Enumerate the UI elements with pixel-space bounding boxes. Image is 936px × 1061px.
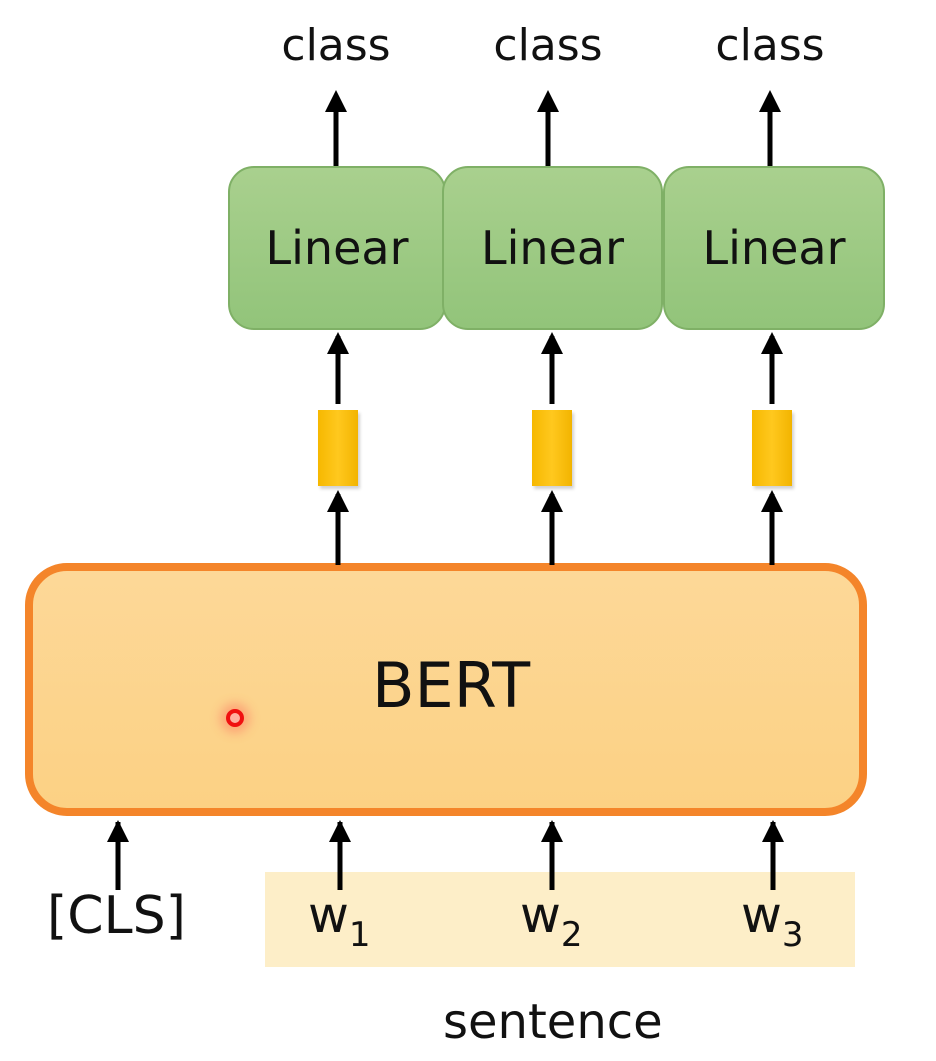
arrowhead-icon <box>762 820 784 842</box>
arrowhead-icon <box>761 332 783 354</box>
arrowhead-icon <box>761 490 783 512</box>
sentence-label: sentence <box>443 994 663 1050</box>
input-token-2: w2 <box>520 890 583 952</box>
input-token-3: w3 <box>741 890 804 952</box>
arrowhead-icon <box>325 90 347 112</box>
output-class-label-2: class <box>493 20 603 71</box>
linear-layer-label: Linear <box>265 221 409 275</box>
linear-layer-label: Linear <box>481 221 624 275</box>
arrowhead-icon <box>329 820 351 842</box>
bert-encoder-box <box>25 563 867 816</box>
token-subscript: 3 <box>781 915 804 955</box>
token-subscript: 1 <box>348 915 371 955</box>
embedding-vector-2 <box>532 410 572 486</box>
arrowhead-icon <box>327 332 349 354</box>
token-base: w <box>308 886 349 944</box>
linear-layer-label: Linear <box>702 221 846 275</box>
output-class-label-3: class <box>715 20 825 71</box>
embedding-vector-1 <box>318 410 358 486</box>
bert-label: BERT <box>372 649 531 722</box>
arrowhead-icon <box>541 490 563 512</box>
arrowhead-icon <box>541 332 563 354</box>
cls-token: [CLS] <box>47 886 186 946</box>
arrowhead-icon <box>759 90 781 112</box>
input-token-1: w1 <box>308 890 371 952</box>
embedding-vector-3 <box>752 410 792 486</box>
token-base: w <box>520 886 561 944</box>
linear-layer-3: Linear <box>663 166 885 330</box>
laser-pointer-icon <box>226 709 244 727</box>
sentence-highlight <box>265 872 855 967</box>
output-class-label-1: class <box>281 20 391 71</box>
token-base: w <box>741 886 782 944</box>
arrowhead-icon <box>107 820 129 842</box>
arrowhead-icon <box>327 490 349 512</box>
arrowhead-icon <box>537 90 559 112</box>
arrowhead-icon <box>541 820 563 842</box>
token-subscript: 2 <box>560 915 583 955</box>
linear-layer-2: Linear <box>442 166 663 330</box>
